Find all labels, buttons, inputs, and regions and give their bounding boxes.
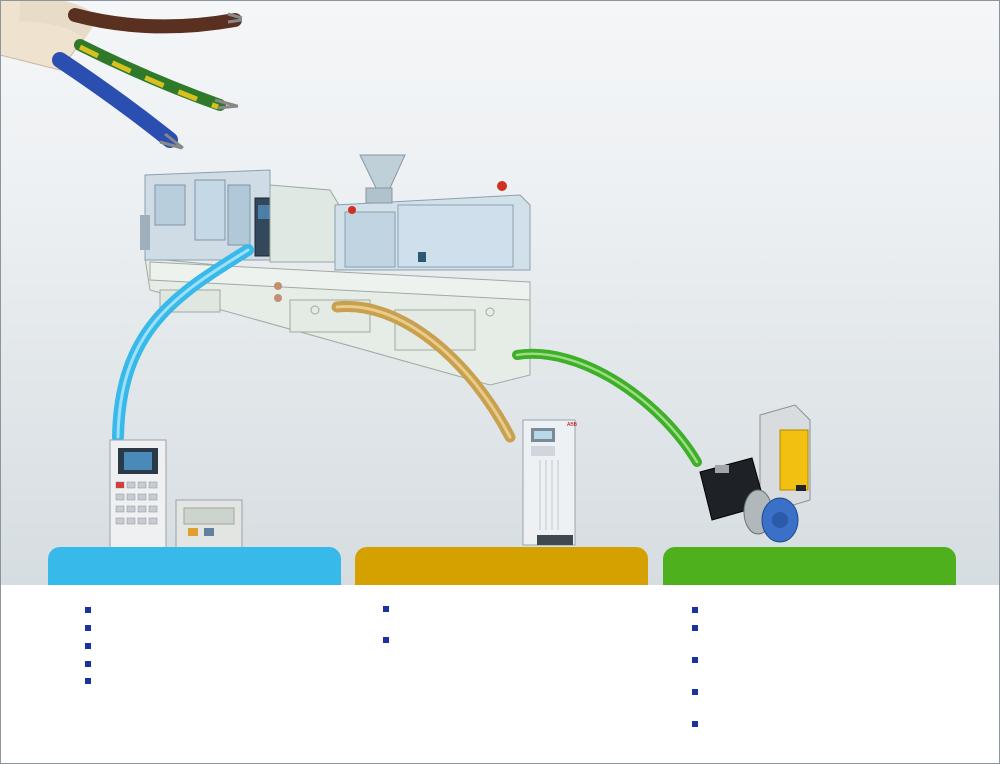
bullet-marker <box>692 657 698 663</box>
control-cable-highlight <box>116 248 250 439</box>
injection-machine-image <box>140 154 531 386</box>
bullet-marker <box>692 721 698 727</box>
drive-unit-image: ABB <box>522 419 578 546</box>
motion-section-header <box>663 547 956 585</box>
cable-image <box>0 0 243 150</box>
bullet-marker <box>85 625 91 631</box>
bullet-marker <box>85 643 91 649</box>
bullet-marker <box>85 678 91 684</box>
drive-cable-highlight <box>335 304 512 439</box>
control-section-header <box>48 547 341 585</box>
controller-panel-image <box>109 439 243 551</box>
bullet-marker <box>692 607 698 613</box>
bullet-marker <box>692 625 698 631</box>
motion-cable-highlight <box>515 352 699 464</box>
bullet-marker <box>692 689 698 695</box>
servo-motor-image <box>699 404 811 543</box>
bullet-marker <box>383 606 389 612</box>
bullet-marker <box>85 607 91 613</box>
bullet-marker <box>383 637 389 643</box>
illustration: ABB <box>0 0 811 551</box>
bullet-marker <box>85 661 91 667</box>
svg-text:ABB: ABB <box>567 422 578 428</box>
bullet-area <box>0 585 1000 764</box>
drive-section-header <box>355 547 648 585</box>
